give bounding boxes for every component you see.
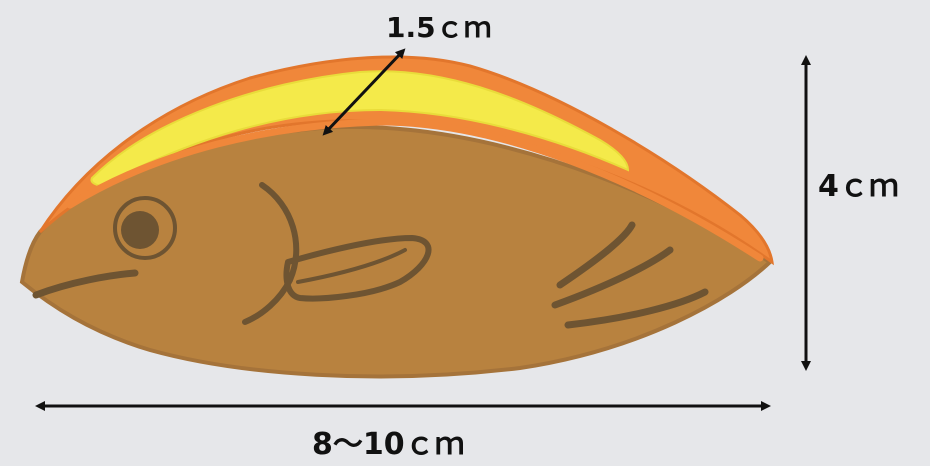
fish-eye-pupil	[121, 211, 159, 249]
length-label: 8〜10ｃｍ	[312, 430, 465, 460]
thickness-label: 1.5ｃｍ	[386, 14, 492, 42]
height-label: 4ｃｍ	[818, 172, 899, 202]
fish-icon	[22, 57, 772, 376]
